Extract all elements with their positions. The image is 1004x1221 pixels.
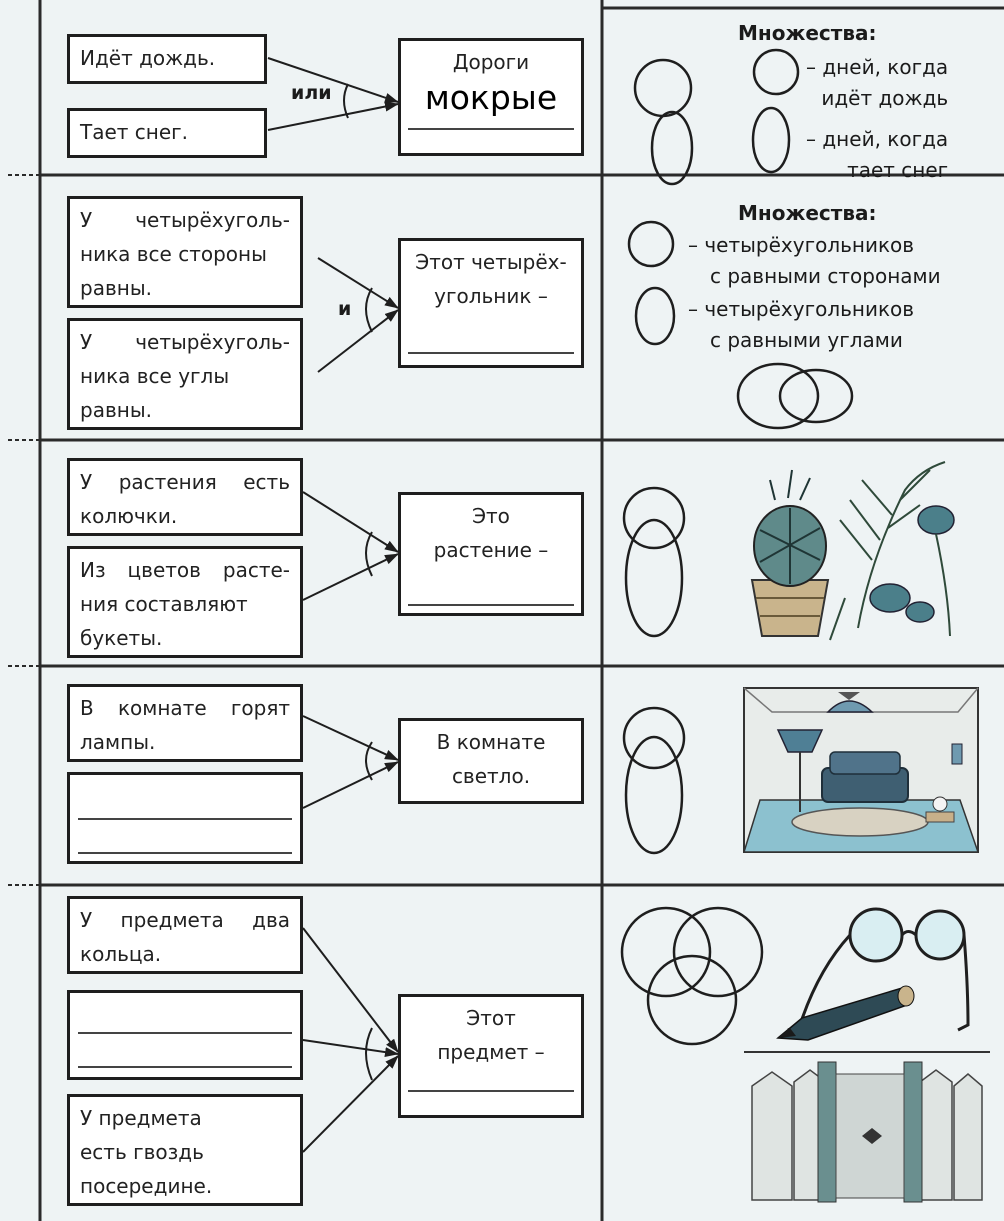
answer-line[interactable] <box>408 352 574 354</box>
conclusion-line: предмет – <box>437 1040 545 1064</box>
row3-arrows <box>302 491 399 601</box>
row3-premise-1: У растения есть колючки. <box>67 458 303 536</box>
conclusion-line: Этот <box>466 1006 516 1030</box>
premise-line: У четырёхуголь- <box>80 330 290 354</box>
premise-line: У растения есть <box>80 470 290 494</box>
premise-line: ния составляют <box>80 592 248 616</box>
sets-heading: Множества: <box>738 201 877 225</box>
legend-item: – четырёхугольников с равными сторонами <box>688 230 941 292</box>
row2-arrows <box>317 257 399 373</box>
premise-line: равны. <box>80 398 152 422</box>
premise-line: У предмета два <box>80 908 290 932</box>
row1-conclusion: Дороги мокрые <box>398 38 584 156</box>
row3-conclusion: Это растение – <box>398 492 584 616</box>
answer-line[interactable] <box>408 1090 574 1092</box>
venn-row4 <box>622 706 686 855</box>
premise-line: В комнате горят <box>80 696 290 720</box>
premise-line: Тает снег. <box>80 120 189 144</box>
premise-line: лампы. <box>80 730 156 754</box>
row1-arrows <box>267 57 399 131</box>
legend-line: идёт дождь <box>821 86 949 110</box>
venn-row2 <box>627 220 854 430</box>
plants-illustration <box>750 461 955 641</box>
row4-arrows <box>302 715 399 809</box>
conclusion-line: угольник – <box>434 284 548 308</box>
conclusion-line: светло. <box>451 764 531 788</box>
connective-and: и <box>338 298 352 320</box>
premise-line: равны. <box>80 276 152 300</box>
legend-line: с равными углами <box>710 328 903 352</box>
row5-premise-3: У предмета есть гвоздь посередине. <box>67 1094 303 1206</box>
premise-line: кольца. <box>80 942 162 966</box>
objects-illustration <box>744 907 990 1203</box>
table-grid <box>8 0 1004 1221</box>
row4-conclusion: В комнате светло. <box>398 718 584 804</box>
premise-line: ника все углы <box>80 364 230 388</box>
conclusion-line: Этот четырёх- <box>415 250 567 274</box>
row5-conclusion: Этот предмет – <box>398 994 584 1118</box>
blank-line[interactable] <box>78 1032 292 1034</box>
conclusion-line: Дороги <box>452 50 530 74</box>
premise-line: колючки. <box>80 504 178 528</box>
premise-line: Из цветов расте- <box>80 558 290 582</box>
row5-premise-2-blank <box>67 990 303 1080</box>
row3-premise-2: Из цветов расте- ния составляют букеты. <box>67 546 303 658</box>
legend-item: – дней, когда идёт дождь <box>806 52 948 114</box>
sets-heading: Множества: <box>738 21 877 45</box>
connective-or: или <box>291 82 332 104</box>
blank-line[interactable] <box>78 852 292 854</box>
room-illustration <box>742 687 980 853</box>
legend-line: – четырёхугольников <box>688 297 915 321</box>
row1-premise-2: Тает снег. <box>67 108 267 158</box>
premise-line: есть гвоздь <box>80 1140 204 1164</box>
premise-line: посередине. <box>80 1174 213 1198</box>
row2-premise-1: У четырёхуголь- ника все стороны равны. <box>67 196 303 308</box>
legend-line: тает снег <box>847 158 949 182</box>
row5-arrows <box>302 927 399 1153</box>
answer-line[interactable] <box>408 128 574 130</box>
premise-line: Идёт дождь. <box>80 46 216 70</box>
blank-line[interactable] <box>78 1066 292 1068</box>
conclusion-line: Это <box>472 504 510 528</box>
venn-row5 <box>620 906 764 1046</box>
conclusion-line: В комнате <box>436 730 546 754</box>
premise-line: ника все стороны <box>80 242 267 266</box>
legend-item: – четырёхугольников с равными углами <box>688 294 914 356</box>
row5-premise-1: У предмета два кольца. <box>67 896 303 974</box>
answer-line[interactable] <box>408 604 574 606</box>
premise-line: У четырёхуголь- <box>80 208 290 232</box>
blank-line[interactable] <box>78 818 292 820</box>
legend-item: – дней, когда тает снег <box>806 124 948 186</box>
conclusion-line: растение – <box>433 538 549 562</box>
row4-premise-1: В комнате горят лампы. <box>67 684 303 762</box>
row1-premise-1: Идёт дождь. <box>67 34 267 84</box>
legend-line: с равными сторонами <box>710 264 941 288</box>
premise-line: У предмета <box>80 1106 202 1130</box>
legend-line: – четырёхугольников <box>688 233 915 257</box>
legend-line: – дней, когда <box>806 55 949 79</box>
venn-row3 <box>622 486 686 638</box>
row2-premise-2: У четырёхуголь- ника все углы равны. <box>67 318 303 430</box>
legend-line: – дней, когда <box>806 127 949 151</box>
handwritten-answer: мокрые <box>424 78 558 117</box>
premise-line: букеты. <box>80 626 163 650</box>
venn-row1 <box>633 48 800 186</box>
row2-conclusion: Этот четырёх- угольник – <box>398 238 584 368</box>
